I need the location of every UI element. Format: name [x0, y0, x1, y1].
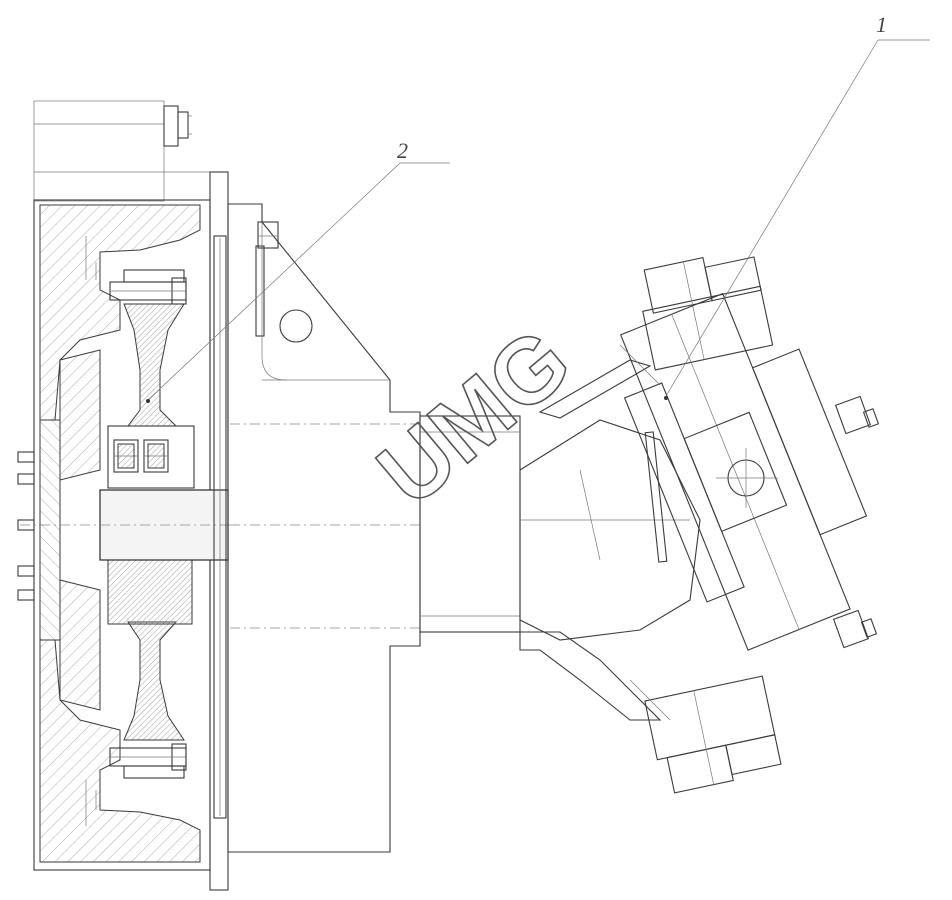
- housing-section: [17, 171, 229, 891]
- watermark-text: UMG: [359, 309, 589, 525]
- shaft: [20, 489, 240, 561]
- cross-head: [519, 256, 880, 794]
- wheel-section: [107, 269, 195, 779]
- gearbox-body: [227, 203, 421, 853]
- callout-2-label: 2: [397, 138, 408, 163]
- top-motor-block: [33, 100, 210, 202]
- callout-1-label: 1: [876, 12, 887, 37]
- leader-lines: [146, 39, 930, 403]
- flange-plate: [213, 235, 265, 819]
- left-pins: [17, 451, 35, 601]
